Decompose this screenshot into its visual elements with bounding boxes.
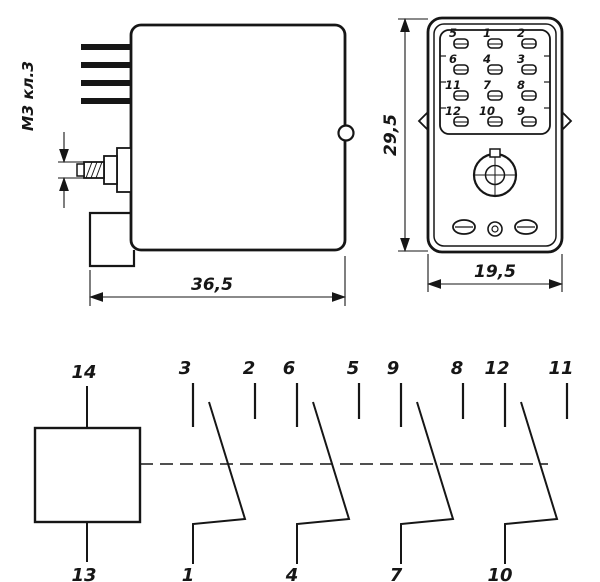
mounting-lug — [88, 211, 136, 268]
height-dimension — [398, 17, 428, 253]
no-pin-label: 8 — [451, 358, 464, 379]
terminal-pin — [81, 80, 132, 86]
coil-symbol — [33, 426, 142, 524]
terminal-pin — [81, 44, 132, 50]
pin-number: 12 — [445, 104, 461, 118]
movable-contact-arm — [504, 401, 559, 564]
pin-number: 2 — [517, 26, 525, 40]
case-inner-outline — [433, 23, 557, 247]
side-view-drawing: М3 кл.3 36,5 — [19, 23, 355, 306]
contact-group: 3 2 1 — [179, 358, 257, 582]
pin-number: 10 — [479, 104, 495, 118]
pin-number: 11 — [445, 78, 461, 92]
common-pin-label: 1 — [182, 565, 195, 582]
pin-number: 1 — [483, 26, 491, 40]
schematic-drawing: 14 13 3 2 1 6 5 4 9 8 7 — [33, 358, 574, 582]
pin-number: 7 — [483, 78, 491, 92]
keyway-notch — [489, 148, 501, 158]
width-dimension — [88, 256, 347, 306]
pin-number: 8 — [517, 78, 525, 92]
terminal-pin — [81, 62, 132, 68]
movable-contact-arm — [400, 401, 455, 564]
movable-contact-arm — [296, 401, 351, 564]
central-boss — [472, 148, 518, 198]
pin-number: 6 — [449, 52, 457, 66]
nc-pin-label: 9 — [387, 358, 400, 379]
contact-group: 6 5 4 — [283, 358, 361, 582]
coil-pin-bottom-label: 13 — [71, 565, 96, 582]
pin-row-dividers — [440, 55, 550, 109]
front-view-drawing: 5 1 2 6 4 3 11 7 8 12 10 9 — [381, 16, 573, 292]
front-width-dimension — [426, 254, 564, 292]
front-height-dimension-label: 29,5 — [381, 114, 401, 156]
pin-number: 4 — [482, 52, 491, 66]
pin-numbers: 5 1 2 6 4 3 11 7 8 12 10 9 — [445, 26, 525, 118]
nc-pin-label: 12 — [484, 358, 509, 379]
no-pin-label: 2 — [243, 358, 256, 379]
case-outline — [426, 16, 564, 254]
thread-size-label: М3 кл.3 — [19, 61, 37, 131]
bottom-screws — [452, 219, 538, 237]
no-pin-label: 5 — [347, 358, 360, 379]
mounting-stud — [76, 147, 132, 193]
no-pin-label: 11 — [548, 358, 573, 379]
common-pin-label: 4 — [285, 565, 299, 582]
pin-number: 9 — [517, 104, 525, 118]
movable-contact-arm — [192, 401, 247, 564]
contact-group: 12 11 10 — [484, 358, 573, 582]
pin-number: 3 — [517, 52, 525, 66]
pin-number: 5 — [449, 26, 457, 40]
nc-pin-label: 3 — [179, 358, 192, 379]
front-width-dimension-label: 19,5 — [474, 262, 516, 282]
relay-body-outline — [129, 23, 347, 252]
common-pin-label: 10 — [487, 565, 512, 582]
nc-pin-label: 6 — [283, 358, 296, 379]
contact-group: 9 8 7 — [387, 358, 465, 582]
coil-pin-top-label: 14 — [71, 362, 96, 383]
stud-dimension — [58, 132, 84, 208]
pin-slots — [453, 38, 537, 127]
side-width-dimension-label: 36,5 — [191, 275, 233, 295]
common-pin-label: 7 — [390, 565, 403, 582]
side-screw — [337, 124, 355, 142]
terminal-pin — [81, 98, 132, 104]
